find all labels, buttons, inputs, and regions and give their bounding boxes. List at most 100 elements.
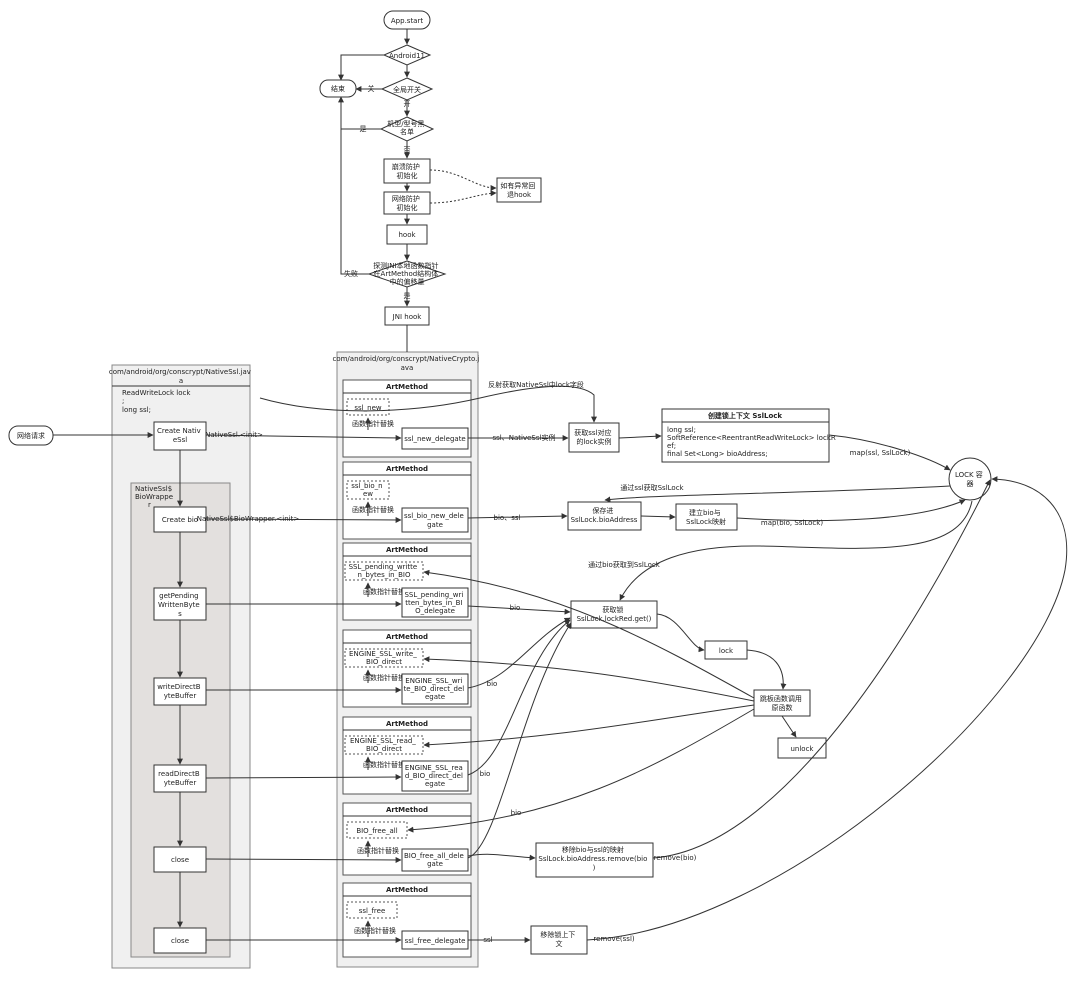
ssl-bio-new-native: ssl_bio_n ew [346, 480, 390, 500]
svg-text:ENGINE_SSL_write_ BIO_di: ENGINE_SSL_write_ BIO_direct [349, 650, 419, 666]
read-direct-node: readDirectB yteBuffer [153, 764, 207, 793]
svg-text:跳板函数调用 原函数: 跳板函数调用 原函数 [760, 694, 804, 712]
svg-text:BIO_free_all_dele gate: BIO_free_all_dele gate [404, 852, 466, 868]
lock-node: lock [704, 640, 748, 660]
remove-ctx-node: 移除锁上下 文 [530, 925, 588, 955]
svg-text:全局开关: 全局开关 [393, 85, 421, 94]
label-bio-2: bio [487, 680, 498, 688]
hook-node: hook [386, 224, 428, 245]
svg-text:App.start: App.start [391, 17, 423, 25]
svg-text:机型/型号黑 名单: 机型/型号黑 名单 [387, 119, 427, 136]
svg-text:获取ssl对应 的lock实例: 获取ssl对应 的lock实例 [574, 428, 613, 446]
engine-read-delegate: ENGINE_SSL_rea d_BIO_direct_del egate [401, 760, 469, 792]
svg-text:ArtMethod: ArtMethod [386, 546, 428, 554]
replace-label-5: 函数指针替换 [363, 760, 405, 769]
replace-label-3: 函数指针替换 [363, 587, 405, 596]
lock-container-node[interactable]: LOCK 容 器 [948, 457, 992, 501]
svg-text:lock: lock [719, 647, 734, 655]
label-ssl: ssl [483, 936, 492, 944]
svg-text:long ssl; SoftReference<: long ssl; SoftReference<ReentrantReadWri… [667, 426, 838, 458]
engine-read-native: ENGINE_SSL_read_ BIO_direct [344, 735, 424, 755]
label-bio-wrapper-init: NativeSsl$BioWrapper.<init> [197, 515, 300, 523]
native-ssl-header: com/android/org/conscrypt/NativeSsl.jav … [109, 368, 253, 385]
fallback-node: 如有异常回 退hook [496, 177, 542, 203]
jni-hook-node: JNI hook [384, 306, 430, 326]
end-node: 结束 [319, 79, 357, 98]
svg-text:崩溃防护 初始化: 崩溃防护 初始化 [392, 162, 422, 180]
jump-orig-node: 跳板函数调用 原函数 [753, 689, 811, 717]
replace-label-1: 函数指针替换 [352, 419, 394, 428]
ssl-pending-delegate: SSL_pending_wri tten_bytes_in_BI O_deleg… [401, 587, 469, 618]
svg-text:ssl_free_delegate: ssl_free_delegate [405, 937, 466, 945]
svg-text:移除锁上下 文: 移除锁上下 文 [540, 930, 577, 948]
replace-label-4: 函数指针替换 [363, 673, 405, 682]
native-crypto-header: com/android/org/conscrypt/NativeCrypto.j… [332, 355, 481, 372]
label-kai: 开 [404, 100, 411, 108]
label-bio-1: bio [510, 604, 521, 612]
label-bio-3: bio [480, 770, 491, 778]
svg-text:close: close [171, 856, 189, 864]
ssl-new-native: ssl_new [346, 398, 390, 416]
svg-text:ArtMethod: ArtMethod [386, 806, 428, 814]
svg-text:移除bio与ssl的映射 SslLock.bio: 移除bio与ssl的映射 SslLock.bioAddress.remove(b… [538, 845, 649, 872]
replace-label-7: 函数指针替换 [354, 926, 396, 935]
label-map-ssl: map(ssl, SslLock) [850, 449, 911, 457]
svg-text:网络请求: 网络请求 [17, 431, 45, 440]
svg-text:ArtMethod: ArtMethod [386, 720, 428, 728]
ssl-new-delegate: ssl_new_delegate [401, 427, 469, 450]
ssl-bio-new-delegate: ssl_bio_new_dele gate [401, 507, 469, 533]
label-reflect: 反射获取NativeSsl中lock字段 [488, 380, 584, 389]
svg-text:ArtMethod: ArtMethod [386, 633, 428, 641]
global-switch-decision: 全局开关 [380, 77, 434, 101]
create-native-ssl-node: Create Nativ eSsl [153, 421, 207, 451]
svg-text:Create Nativ eSsl: Create Nativ eSsl [157, 427, 203, 444]
svg-text:ENGINE_SSL_rea d_BIO_dir: ENGINE_SSL_rea d_BIO_direct_del egate [405, 764, 465, 788]
label-get-by-ssl: 通过ssl获取SslLock [620, 483, 684, 492]
label-bio-4: bio [511, 809, 522, 817]
svg-text:LOCK 容 器: LOCK 容 器 [955, 470, 985, 488]
svg-text:结束: 结束 [331, 84, 345, 93]
save-bio-node: 保存进 SslLock.bioAddress [567, 501, 642, 531]
unlock-node: unlock [777, 737, 827, 759]
label-map-bio: map(bio, SslLock) [761, 519, 823, 527]
label-ssl-instance: ssl、NativeSsl实例 [493, 433, 556, 442]
label-bio-ssl: bio、ssl [494, 514, 521, 522]
svg-text:ENGINE_SSL_read_ BIO_dir: ENGINE_SSL_read_ BIO_direct [350, 737, 418, 753]
svg-text:如有异常回 退hook: 如有异常回 退hook [500, 181, 537, 199]
label-remove-bio: remove(bio) [654, 854, 697, 862]
svg-text:Android11: Android11 [389, 52, 425, 60]
svg-text:getPending WrittenByte: getPending WrittenByte s [158, 592, 202, 618]
net-request-node: 网络请求 [8, 425, 54, 446]
label-remove-ssl: remove(ssl) [593, 935, 635, 943]
svg-text:网络防护 初始化: 网络防护 初始化 [392, 194, 422, 212]
android11-decision: Android11 [382, 44, 432, 66]
app-start-node: App.start [383, 10, 431, 30]
net-guard-node: 网络防护 初始化 [383, 191, 431, 215]
native-ssl-fields: ReadWriteLock lock ; long ssl; [122, 389, 193, 414]
svg-text:ssl_new_delegate: ssl_new_delegate [404, 435, 466, 443]
svg-text:BIO_free_all: BIO_free_all [356, 827, 397, 835]
label-fail: 失败 [344, 269, 358, 278]
svg-text:SSL_pending_writte n_byt: SSL_pending_writte n_bytes_in_BIO [349, 563, 420, 579]
label-get-by-bio: 通过bio获取到SslLock [588, 560, 661, 569]
ssl-free-native: ssl_free [346, 901, 398, 919]
label-shi: 是 [360, 125, 367, 133]
get-lock2-node: 获取锁 SslLock.lockRed.get() [570, 600, 658, 629]
svg-text:close: close [171, 937, 189, 945]
svg-text:ssl_free: ssl_free [359, 907, 386, 915]
label-guan: 关 [368, 84, 375, 93]
svg-text:ssl_bio_n ew: ssl_bio_n ew [351, 482, 385, 498]
svg-text:unlock: unlock [790, 745, 814, 753]
probe-decision: 探测JNI本地函数指针 在ArtMethod结构体 中的偏移量 [367, 260, 447, 288]
replace-label-2: 函数指针替换 [352, 505, 394, 514]
close-node-1: close [153, 846, 207, 873]
svg-text:创建锁上下文 SslLock: 创建锁上下文 SslLock [707, 411, 782, 420]
svg-text:JNI hook: JNI hook [392, 313, 423, 321]
svg-text:ssl_new: ssl_new [354, 404, 381, 412]
svg-text:ArtMethod: ArtMethod [386, 383, 428, 391]
bio-free-all-delegate: BIO_free_all_dele gate [401, 848, 469, 872]
engine-write-native: ENGINE_SSL_write_ BIO_direct [344, 648, 424, 668]
crash-guard-node: 崩溃防护 初始化 [383, 158, 431, 184]
write-direct-node: writeDirectB yteBuffer [153, 677, 207, 706]
